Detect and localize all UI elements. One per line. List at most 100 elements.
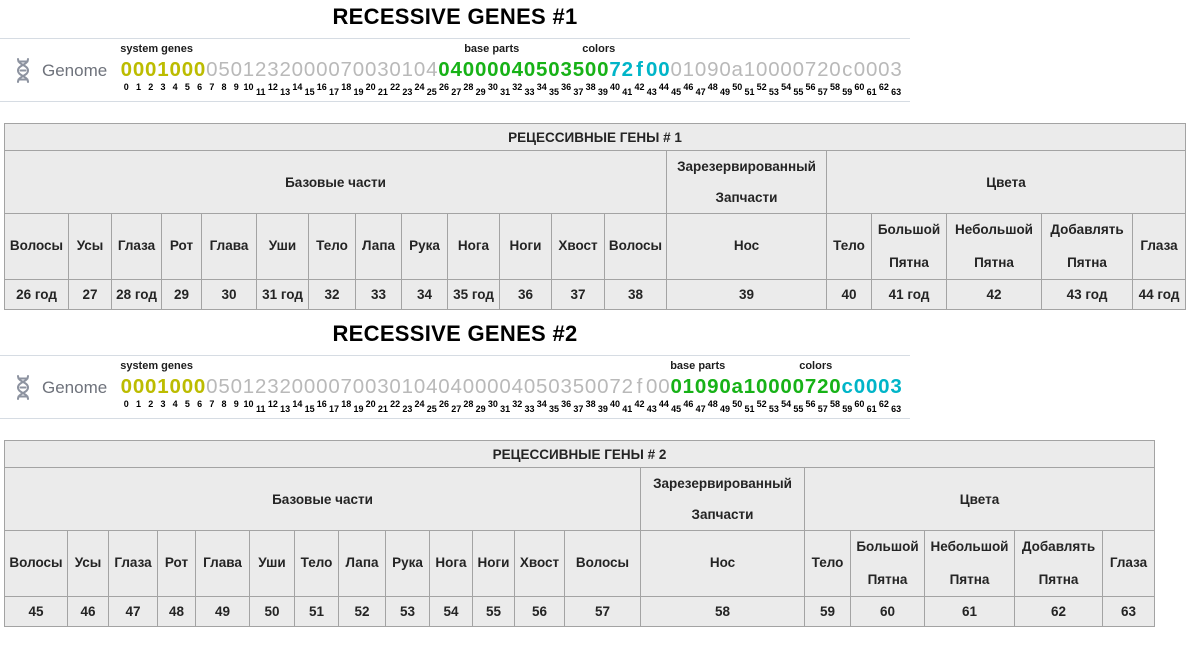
genome-index: 38 <box>585 399 596 410</box>
genome-index: 50 <box>732 82 743 92</box>
gene-slot-value: 30 <box>201 279 257 311</box>
genome-index: 7 <box>209 82 215 92</box>
column-header: Глава <box>201 213 257 281</box>
genome-index: 22 <box>390 82 401 92</box>
genome-index: 36 <box>561 399 572 410</box>
genome-index: 51 <box>744 404 755 415</box>
column-header: Большой Пятна <box>871 213 947 281</box>
genome-index: 45 <box>671 404 682 415</box>
genome-index: 15 <box>304 404 315 415</box>
section-title: RECESSIVE GENES #2 <box>332 321 578 347</box>
genome-index: 13 <box>280 404 291 415</box>
column-header: Глаза <box>1132 213 1186 281</box>
genome-index: 4 <box>172 399 178 410</box>
genome-index: 4 <box>172 82 178 92</box>
genome-index: 35 <box>548 87 559 97</box>
genome-index: 7 <box>209 399 215 410</box>
genome-index: 34 <box>536 82 547 92</box>
gene-section-label: system genes <box>120 43 193 55</box>
gene-slot-value: 54 <box>429 596 473 628</box>
genome-index: 60 <box>854 399 865 410</box>
genome-index: 5 <box>184 82 190 92</box>
genome-index: 36 <box>561 82 572 92</box>
genome-index: 35 <box>548 404 559 415</box>
genome-index: 60 <box>854 82 865 92</box>
genome-index: 24 <box>414 82 425 92</box>
gene-slot-value: 41 год <box>871 279 947 311</box>
genome-index: 47 <box>695 87 706 97</box>
genome-index: 32 <box>512 399 523 410</box>
genome-index: 51 <box>744 87 755 97</box>
gene-slot-value: 42 <box>946 279 1042 311</box>
genome-index: 21 <box>377 87 388 97</box>
genome-index: 44 <box>658 399 669 410</box>
dna-icon <box>13 374 33 401</box>
genome-index: 28 <box>463 399 474 410</box>
gene-slot-value: 32 <box>308 279 356 311</box>
genome-index: 1 <box>136 82 142 92</box>
gene-slot-value: 62 <box>1014 596 1103 628</box>
genome-label: Genome <box>42 60 108 80</box>
genome-index: 58 <box>829 82 840 92</box>
column-header: Нога <box>429 530 473 598</box>
genome-index: 30 <box>487 82 498 92</box>
genome-index: 50 <box>732 399 743 410</box>
gene-slot-value: 49 <box>195 596 250 628</box>
genome-index: 18 <box>341 399 352 410</box>
genome-index: 15 <box>304 87 315 97</box>
genome-index: 39 <box>597 404 608 415</box>
genome-index: 25 <box>426 87 437 97</box>
genome-index: 56 <box>805 82 816 92</box>
column-header: Рука <box>385 530 430 598</box>
genome-index: 29 <box>475 404 486 415</box>
column-header: Нога <box>447 213 500 281</box>
genome-index: 49 <box>720 87 731 97</box>
genome-index: 32 <box>512 82 523 92</box>
column-header: Волосы <box>4 213 69 281</box>
genome-index: 61 <box>866 404 877 415</box>
genome-index: 14 <box>292 399 303 410</box>
column-header: Добавлять Пятна <box>1041 213 1133 281</box>
column-header: Большой Пятна <box>850 530 925 598</box>
genome-index: 52 <box>756 82 767 92</box>
genome-index: 25 <box>426 404 437 415</box>
genome-index: 23 <box>402 404 413 415</box>
gene-slot-value: 28 год <box>111 279 162 311</box>
gene-section-label: colors <box>582 43 616 55</box>
gene-slot-value: 33 <box>355 279 402 311</box>
genome-index: 43 <box>646 87 657 97</box>
genome-index: 18 <box>341 82 352 92</box>
genome-index: 24 <box>414 399 425 410</box>
gene-slot-value: 52 <box>338 596 386 628</box>
column-header: Хвост <box>551 213 605 281</box>
genome-index: 45 <box>671 87 682 97</box>
genome-index: 40 <box>610 82 621 92</box>
genome-index: 3 <box>160 399 166 410</box>
gene-slot-value: 26 год <box>4 279 69 311</box>
genome-index: 27 <box>451 87 462 97</box>
column-header: Небольшой Пятна <box>946 213 1042 281</box>
genome-index: 10 <box>243 399 254 410</box>
genome-index: 17 <box>329 404 340 415</box>
gene-section-label: colors <box>799 360 833 373</box>
gene-slot-value: 29 <box>161 279 202 311</box>
genome-index: 1 <box>136 399 142 410</box>
genome-index: 20 <box>365 82 376 92</box>
gene-slot-value: 60 <box>850 596 925 628</box>
column-header: Нос <box>640 530 805 598</box>
genome-index: 44 <box>658 82 669 92</box>
genome-index: 31 <box>500 87 511 97</box>
genome-index: 59 <box>842 87 853 97</box>
genome-index: 40 <box>610 399 621 410</box>
genome-index: 33 <box>524 87 535 97</box>
gene-slot-value: 38 <box>604 279 667 311</box>
genome-index: 16 <box>316 399 327 410</box>
genome-string: 0001000050123200007003010404000040503500… <box>120 375 902 399</box>
gene-slot-value: 47 <box>108 596 158 628</box>
